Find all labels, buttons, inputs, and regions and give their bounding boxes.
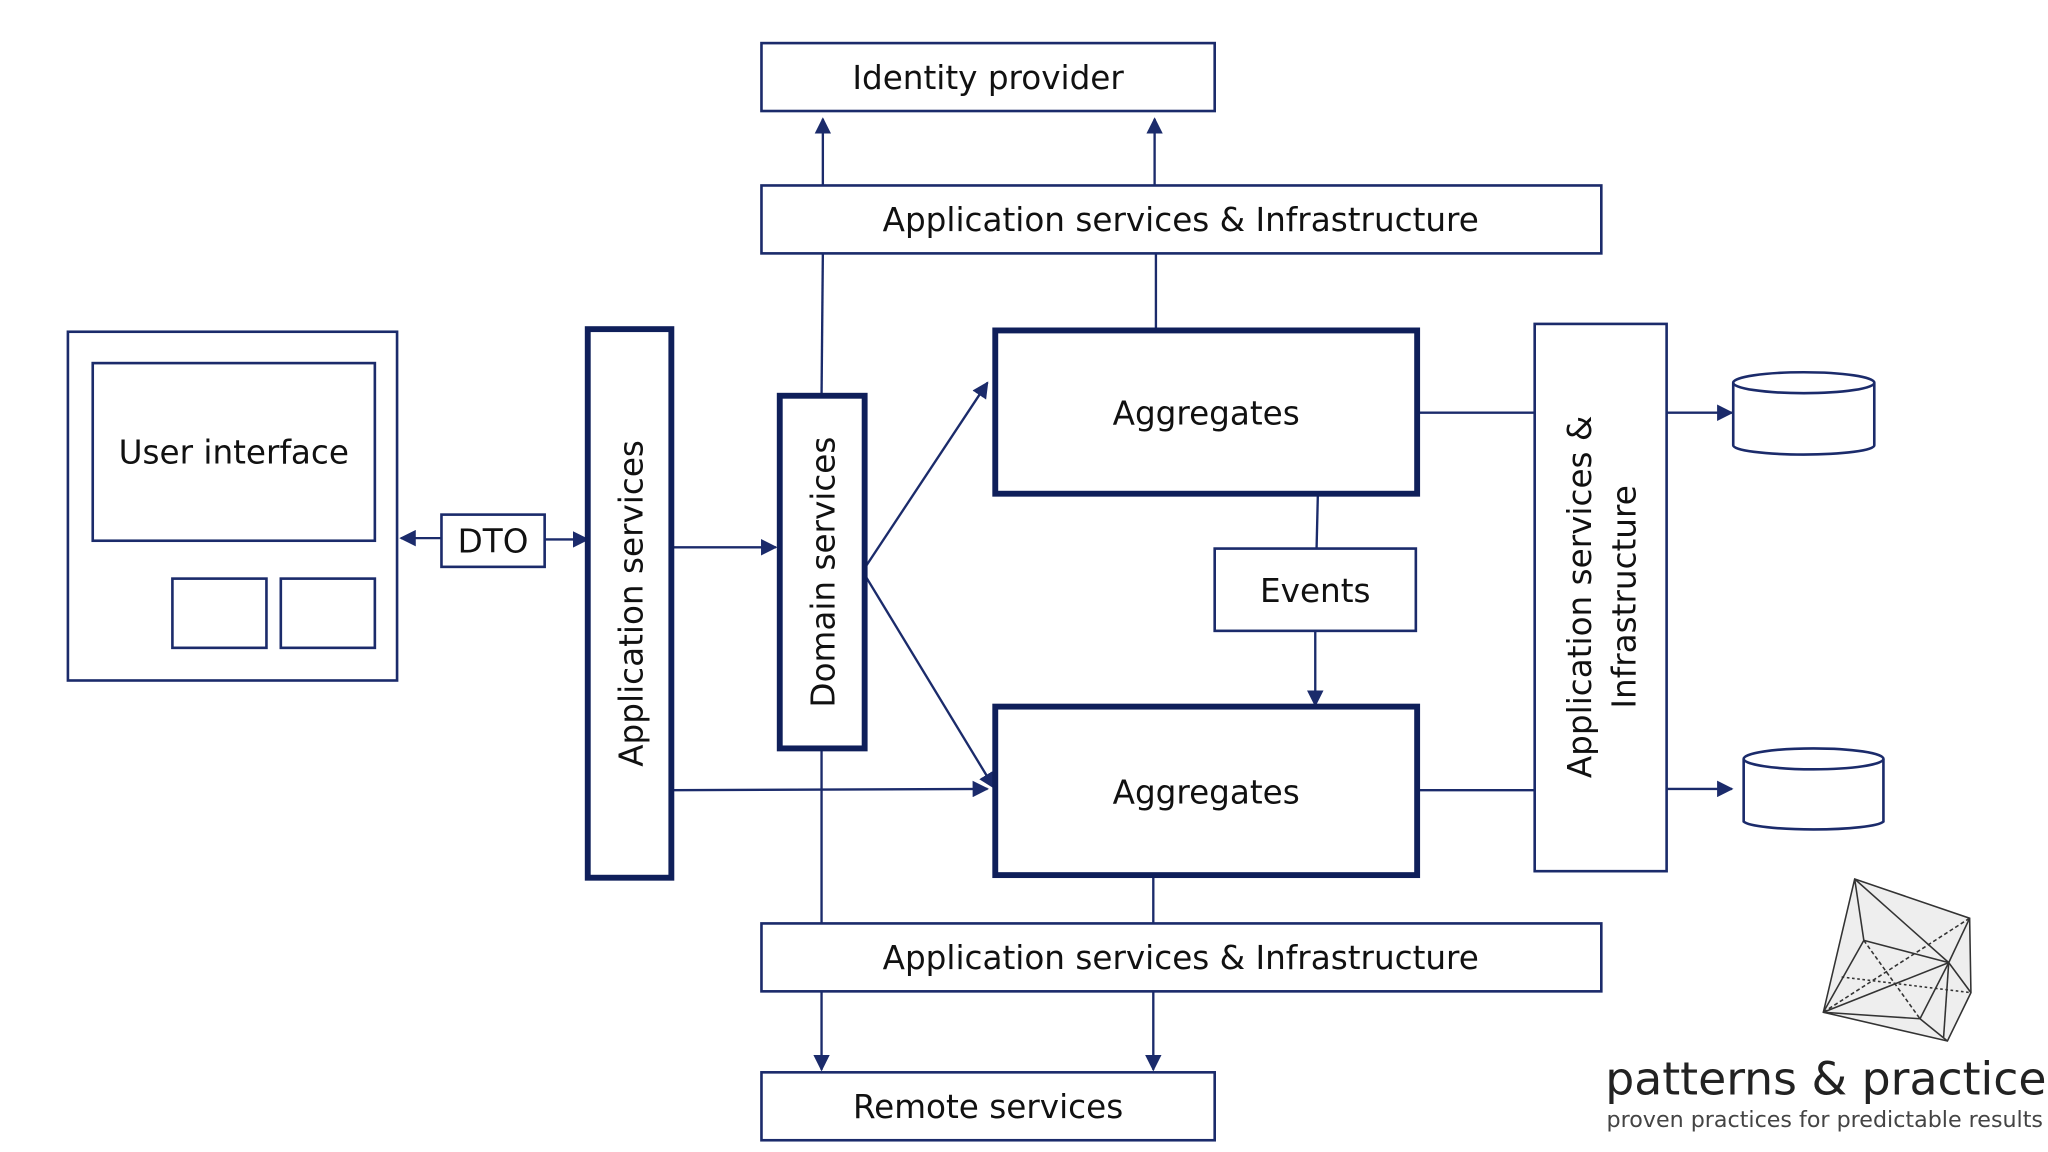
- svg-text:Domain services: Domain services: [805, 437, 843, 708]
- application-services-box: Application services: [584, 326, 675, 881]
- app-infra-bottom-box: Application services & Infrastructure: [760, 922, 1603, 993]
- line-domain-to-top-infra: [820, 253, 825, 396]
- arrow-domain-to-aggregates-top: [863, 381, 989, 569]
- svg-text:Infrastructure: Infrastructure: [1605, 485, 1643, 708]
- svg-text:Identity provider: Identity provider: [852, 59, 1124, 97]
- svg-text:DTO: DTO: [458, 522, 529, 560]
- svg-text:Aggregates: Aggregates: [1113, 394, 1300, 432]
- dto-box: DTO: [440, 513, 546, 569]
- database-icon: [1731, 370, 1876, 456]
- aggregates-bottom-box: Aggregates: [992, 703, 1421, 879]
- svg-text:proven practices for predictab: proven practices for predictable results: [1607, 1107, 2043, 1133]
- patterns-practices-logo: patterns & practices proven practices fo…: [1605, 877, 2048, 1133]
- events-box: Events: [1213, 547, 1418, 633]
- domain-services-box: Domain services: [776, 392, 868, 752]
- svg-text:patterns & practices: patterns & practices: [1605, 1053, 2048, 1106]
- svg-text:Application services: Application services: [613, 440, 651, 767]
- identity-provider-box: Identity provider: [760, 41, 1216, 113]
- database-icon: [1742, 747, 1885, 831]
- svg-text:Events: Events: [1260, 572, 1371, 610]
- svg-text:Application services & Infrast: Application services & Infrastructure: [883, 201, 1479, 239]
- svg-text:Aggregates: Aggregates: [1113, 773, 1300, 811]
- ui-screen: [91, 361, 377, 543]
- svg-text:Application services &: Application services &: [1561, 416, 1599, 779]
- arrow-domain-to-aggregates-bottom: [863, 574, 995, 789]
- svg-text:Remote services: Remote services: [853, 1088, 1123, 1126]
- ui-button-placeholder: [279, 577, 377, 650]
- svg-text:Application services & Infrast: Application services & Infrastructure: [883, 939, 1479, 977]
- remote-services-box: Remote services: [760, 1071, 1216, 1142]
- aggregates-top-box: Aggregates: [992, 327, 1421, 497]
- arrow-app-to-aggregates-bottom: [671, 780, 990, 798]
- svg-text:User interface: User interface: [119, 434, 349, 472]
- app-infra-top-box: Application services & Infrastructure: [760, 184, 1603, 255]
- connectors: [399, 117, 1734, 1072]
- polyhedron-icon: [1822, 877, 1972, 1042]
- line-aggregates-to-events: [1315, 493, 1320, 549]
- app-infra-right-box: Application services & Infrastructure: [1533, 322, 1668, 873]
- ui-button-placeholder: [171, 577, 268, 650]
- user-interface-panel: User interface: [66, 330, 399, 682]
